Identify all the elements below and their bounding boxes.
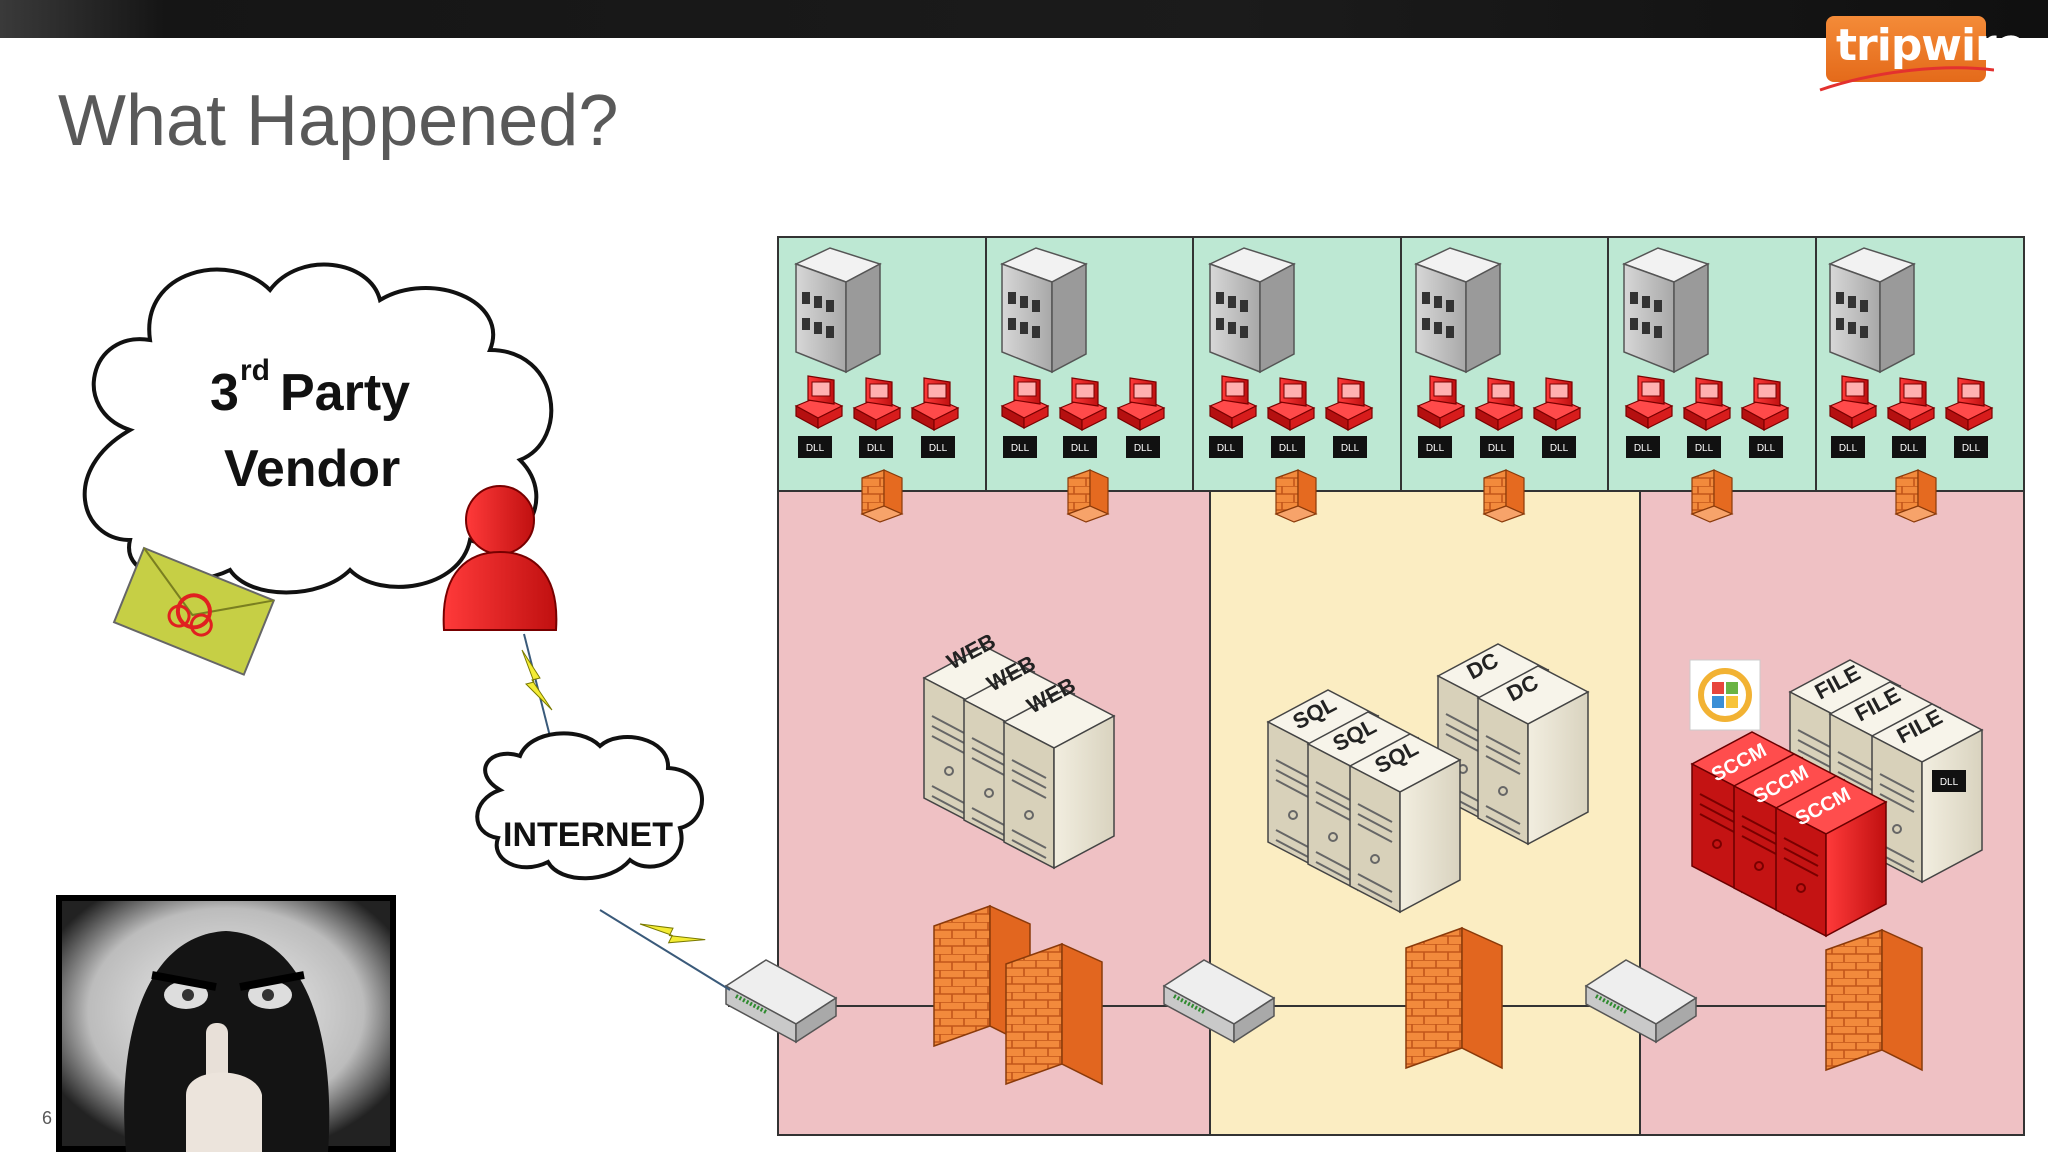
internet-label: INTERNET <box>503 816 673 854</box>
dll-label: DLL <box>867 443 886 454</box>
top-bar <box>0 0 2048 38</box>
firewall-icon <box>1405 927 1503 1069</box>
lightning-icon <box>521 649 553 711</box>
dll-label: DLL <box>1071 443 1090 454</box>
vendor-line1-prefix: 3 <box>210 364 239 422</box>
store-building-icon <box>1209 247 1295 373</box>
dll-label: DLL <box>1757 443 1776 454</box>
vendor-line2: Vendor <box>224 440 400 498</box>
dll-label: DLL <box>1634 443 1653 454</box>
logo-swoosh-icon <box>1819 66 1994 92</box>
masked-thief-photo <box>56 895 396 1152</box>
sccm-servers: SCCM SCCM SCCM <box>1691 731 1887 937</box>
firewall-icon <box>1005 943 1103 1085</box>
firewall-icon <box>1067 469 1109 523</box>
dll-label: DLL <box>1839 443 1858 454</box>
tripwire-logo: tripwire <box>1818 14 2026 92</box>
firewall-icon <box>1895 469 1937 523</box>
dll-label: DLL <box>1341 443 1360 454</box>
dll-label: DLL <box>1217 443 1236 454</box>
server-icon <box>1003 689 1115 869</box>
store-dividers <box>985 237 1817 491</box>
dll-label: DLL <box>1011 443 1030 454</box>
web-servers: WEB WEB WEB <box>923 628 1115 869</box>
vendor-line1-superscript: rd <box>240 354 270 387</box>
firewall-icon <box>861 469 903 523</box>
dll-label: DLL <box>1900 443 1919 454</box>
store-building-icon <box>1829 247 1915 373</box>
dll-label: DLL <box>1134 443 1153 454</box>
dll-tags: DLL DLL DLL DLL DLL DLL DLL DLL DLL DLL … <box>798 436 1988 458</box>
page-number: 6 <box>42 1108 53 1128</box>
store-building-icon <box>1415 247 1501 373</box>
dll-label: DLL <box>1695 443 1714 454</box>
sql-servers: SQL SQL SQL <box>1267 689 1461 913</box>
store-building-icon <box>795 247 881 373</box>
firewall-icon <box>1691 469 1733 523</box>
dll-label: DLL <box>1279 443 1298 454</box>
page-title: What Happened? <box>58 81 619 161</box>
dll-label: DLL <box>1426 443 1445 454</box>
firewall-icon <box>1483 469 1525 523</box>
dll-label: DLL <box>806 443 825 454</box>
dll-label: DLL <box>1550 443 1569 454</box>
vendor-line1-suffix: Party <box>280 364 410 422</box>
windows-update-icon <box>1689 659 1761 731</box>
firewall-icon <box>1275 469 1317 523</box>
infected-email-icon <box>112 546 276 676</box>
dll-label: DLL <box>1940 777 1959 788</box>
dll-label: DLL <box>1488 443 1507 454</box>
firewall-icon <box>1825 929 1923 1071</box>
dll-label: DLL <box>929 443 948 454</box>
connection-line <box>599 909 731 991</box>
lightning-icon <box>639 900 706 964</box>
attacker-person-icon <box>442 485 558 631</box>
internet-cloud: INTERNET <box>475 731 704 881</box>
store-building-icon <box>1623 247 1709 373</box>
dll-label: DLL <box>1962 443 1981 454</box>
store-building-icon <box>1001 247 1087 373</box>
